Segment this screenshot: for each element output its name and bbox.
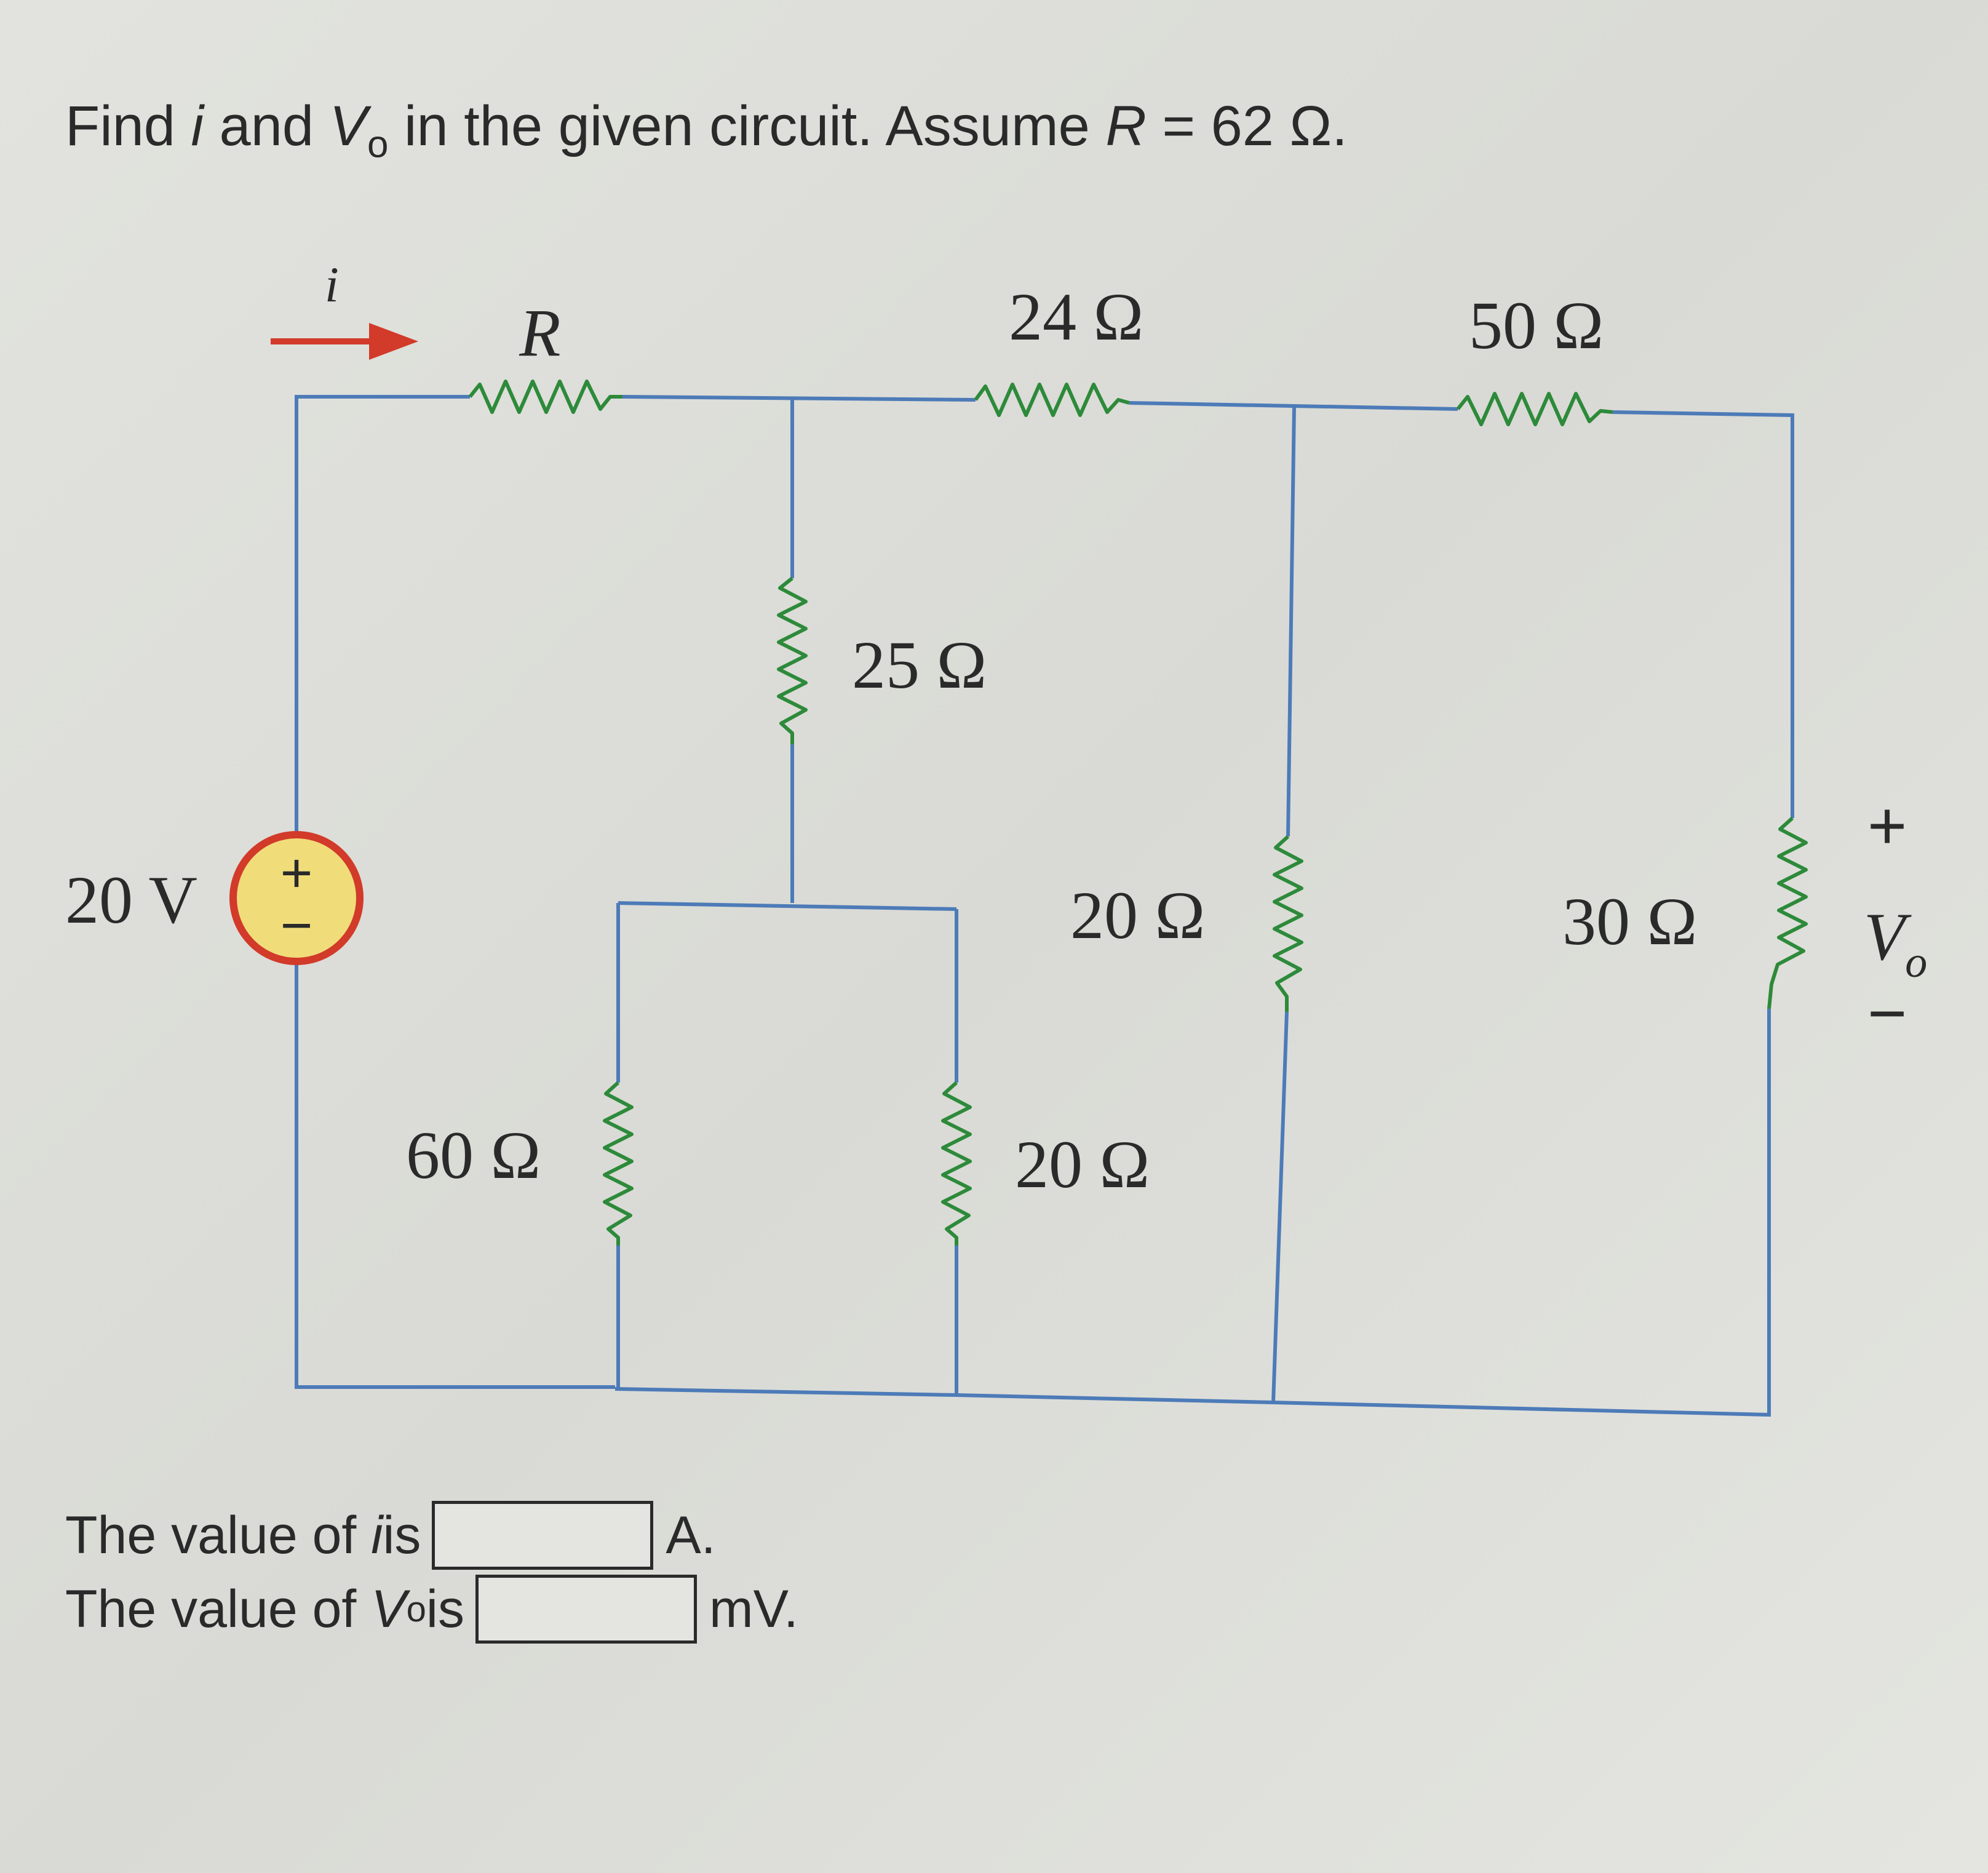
wire-top-50-to-right bbox=[1612, 410, 1794, 818]
wire-top-r-to-24 bbox=[622, 395, 976, 402]
resistor-25-label: 25 Ω bbox=[852, 627, 987, 702]
source-plus-sign: + bbox=[280, 843, 313, 904]
resistors bbox=[468, 380, 1808, 1246]
resistor-r-label: R bbox=[519, 295, 560, 370]
resistor-25 bbox=[777, 576, 808, 744]
resistor-24-label: 24 Ω bbox=[1009, 279, 1143, 354]
source-minus-sign: − bbox=[280, 895, 313, 956]
wire-box-top bbox=[618, 901, 957, 911]
resistor-r bbox=[468, 380, 622, 414]
answer-input-i[interactable] bbox=[432, 1501, 654, 1570]
circuit-wires bbox=[295, 395, 1794, 1417]
source-voltage-label: 20 V bbox=[65, 862, 197, 937]
resistor-20-upper bbox=[1273, 835, 1303, 1012]
wire-bottom-rail bbox=[614, 1009, 1771, 1417]
resistor-20-lower-label: 20 Ω bbox=[1015, 1127, 1150, 1202]
resistor-24 bbox=[974, 383, 1130, 417]
answer-row-i: The value of i is A. bbox=[65, 1501, 716, 1570]
current-arrow-head bbox=[369, 323, 418, 360]
resistor-20-upper-label: 20 Ω bbox=[1070, 878, 1205, 953]
voltage-source-circle bbox=[229, 831, 364, 965]
vo-plus-sign: + bbox=[1867, 788, 1907, 864]
wire-mid-vertical-bottom bbox=[1271, 1011, 1289, 1403]
answer-input-vo[interactable] bbox=[475, 1575, 697, 1644]
resistor-20-lower bbox=[941, 1081, 972, 1246]
current-label: i bbox=[325, 256, 339, 312]
resistor-50-label: 50 Ω bbox=[1469, 288, 1604, 363]
resistor-30 bbox=[1767, 816, 1808, 1009]
resistor-30-label: 30 Ω bbox=[1562, 884, 1697, 959]
vo-minus-sign: − bbox=[1867, 976, 1907, 1051]
wire-mid-vertical-top bbox=[1286, 405, 1296, 837]
voltage-source: + − bbox=[229, 831, 364, 965]
current-arrow bbox=[271, 323, 418, 360]
vo-label: Vo bbox=[1864, 899, 1927, 987]
resistor-60 bbox=[603, 1081, 634, 1246]
resistor-50 bbox=[1456, 392, 1613, 426]
question-text: Find i and Vo in the given circuit. Assu… bbox=[65, 95, 1348, 166]
wire-left-lower bbox=[295, 972, 615, 1389]
resistor-60-label: 60 Ω bbox=[406, 1118, 541, 1193]
